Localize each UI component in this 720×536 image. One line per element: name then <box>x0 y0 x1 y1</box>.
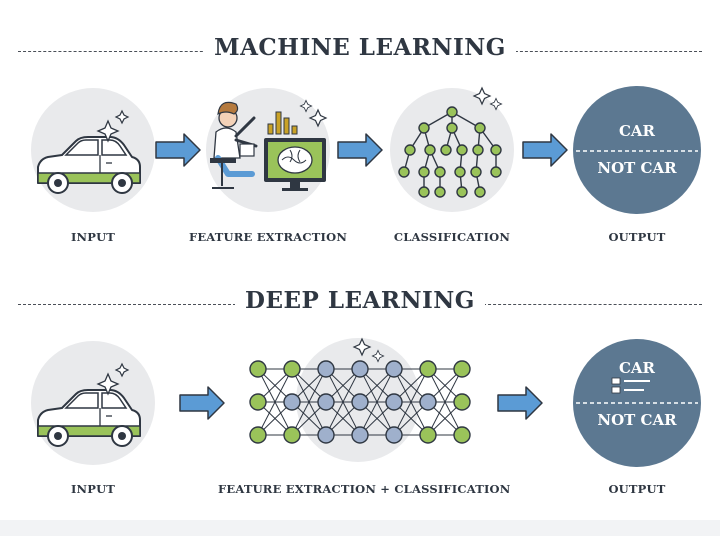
dl-output-circle <box>573 339 701 467</box>
dl-section-title: DEEP LEARNING <box>0 287 720 314</box>
dl-output-not-car: NOT CAR <box>597 411 677 429</box>
tree-diagram-icon <box>398 87 503 198</box>
nn-node <box>453 393 471 411</box>
ml-divider-left <box>18 51 218 52</box>
ml-output-car: CAR <box>618 122 656 140</box>
ml-arrow-2-icon <box>337 133 383 167</box>
bottom-strip <box>0 520 720 536</box>
nn-node <box>385 360 403 378</box>
ml-output-circle <box>573 86 701 214</box>
dl-label-output: OUTPUT <box>608 482 666 496</box>
nn-node <box>317 393 335 411</box>
nn-node <box>453 426 471 444</box>
nn-node <box>351 360 369 378</box>
ml-divider-right <box>505 51 702 52</box>
nn-node <box>317 426 335 444</box>
nn-node <box>419 393 437 411</box>
ml-label-feature-extraction: FEATURE EXTRACTION <box>188 230 348 244</box>
ml-arrow-1-icon <box>155 133 201 167</box>
ml-section-title: MACHINE LEARNING <box>0 34 720 61</box>
dl-divider-right <box>478 304 702 305</box>
dl-arrow-1-icon <box>179 386 225 420</box>
nn-node <box>283 426 301 444</box>
nn-node <box>419 360 437 378</box>
person-at-computer-icon <box>210 99 327 191</box>
nn-node <box>453 360 471 378</box>
nn-node <box>385 426 403 444</box>
ml-classification-circle <box>390 88 514 212</box>
dl-divider-left <box>18 304 246 305</box>
dl-arrow-2-icon <box>497 386 543 420</box>
ml-arrow-3-icon <box>522 133 568 167</box>
nn-node <box>351 426 369 444</box>
ml-title-text: MACHINE LEARNING <box>204 34 516 61</box>
dl-title-text: DEEP LEARNING <box>235 287 485 314</box>
nn-node <box>249 393 267 411</box>
dl-output-car: CAR <box>618 359 656 377</box>
checklist-icon <box>611 377 650 394</box>
ml-label-output: OUTPUT <box>608 230 666 244</box>
neural-network-icon <box>249 338 471 444</box>
nn-node <box>249 360 267 378</box>
nn-node <box>419 426 437 444</box>
nn-node <box>249 426 267 444</box>
ml-label-input: INPUT <box>70 230 116 244</box>
nn-node <box>283 360 301 378</box>
nn-node <box>317 360 335 378</box>
ml-label-classification: CLASSIFICATION <box>393 230 511 244</box>
nn-node <box>351 393 369 411</box>
ml-output-not-car: NOT CAR <box>597 159 677 177</box>
dl-label-feature-extraction-classification: FEATURE EXTRACTION + CLASSIFICATION <box>218 482 511 496</box>
dl-label-input: INPUT <box>70 482 116 496</box>
nn-node <box>385 393 403 411</box>
nn-node <box>283 393 301 411</box>
